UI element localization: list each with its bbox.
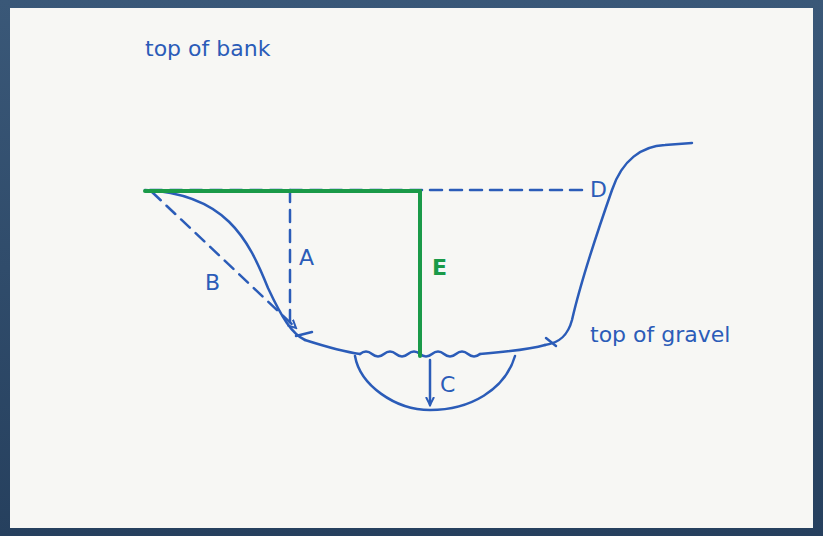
callout-letter: A (299, 247, 314, 269)
text-label: top of bank (145, 38, 270, 60)
depth-measure-e (418, 191, 422, 356)
left-bank (145, 190, 305, 340)
depth-measure-c (429, 360, 432, 405)
bed-line (480, 345, 545, 354)
sub-channel (355, 356, 515, 410)
paper-ground (10, 8, 813, 528)
slope-measure-b (152, 192, 296, 328)
bed-line (305, 340, 360, 354)
bank-green-line (145, 189, 420, 193)
callout-letter: D (590, 179, 607, 201)
callout-letter: E (432, 257, 447, 279)
text-label: top of gravel (590, 324, 730, 346)
gravel-tick (546, 338, 556, 346)
callout-letter: B (205, 272, 220, 294)
callout-letter: C (440, 374, 455, 396)
right-bank (545, 143, 692, 345)
depth-measure-a (289, 190, 292, 330)
toe-tick (296, 332, 312, 336)
